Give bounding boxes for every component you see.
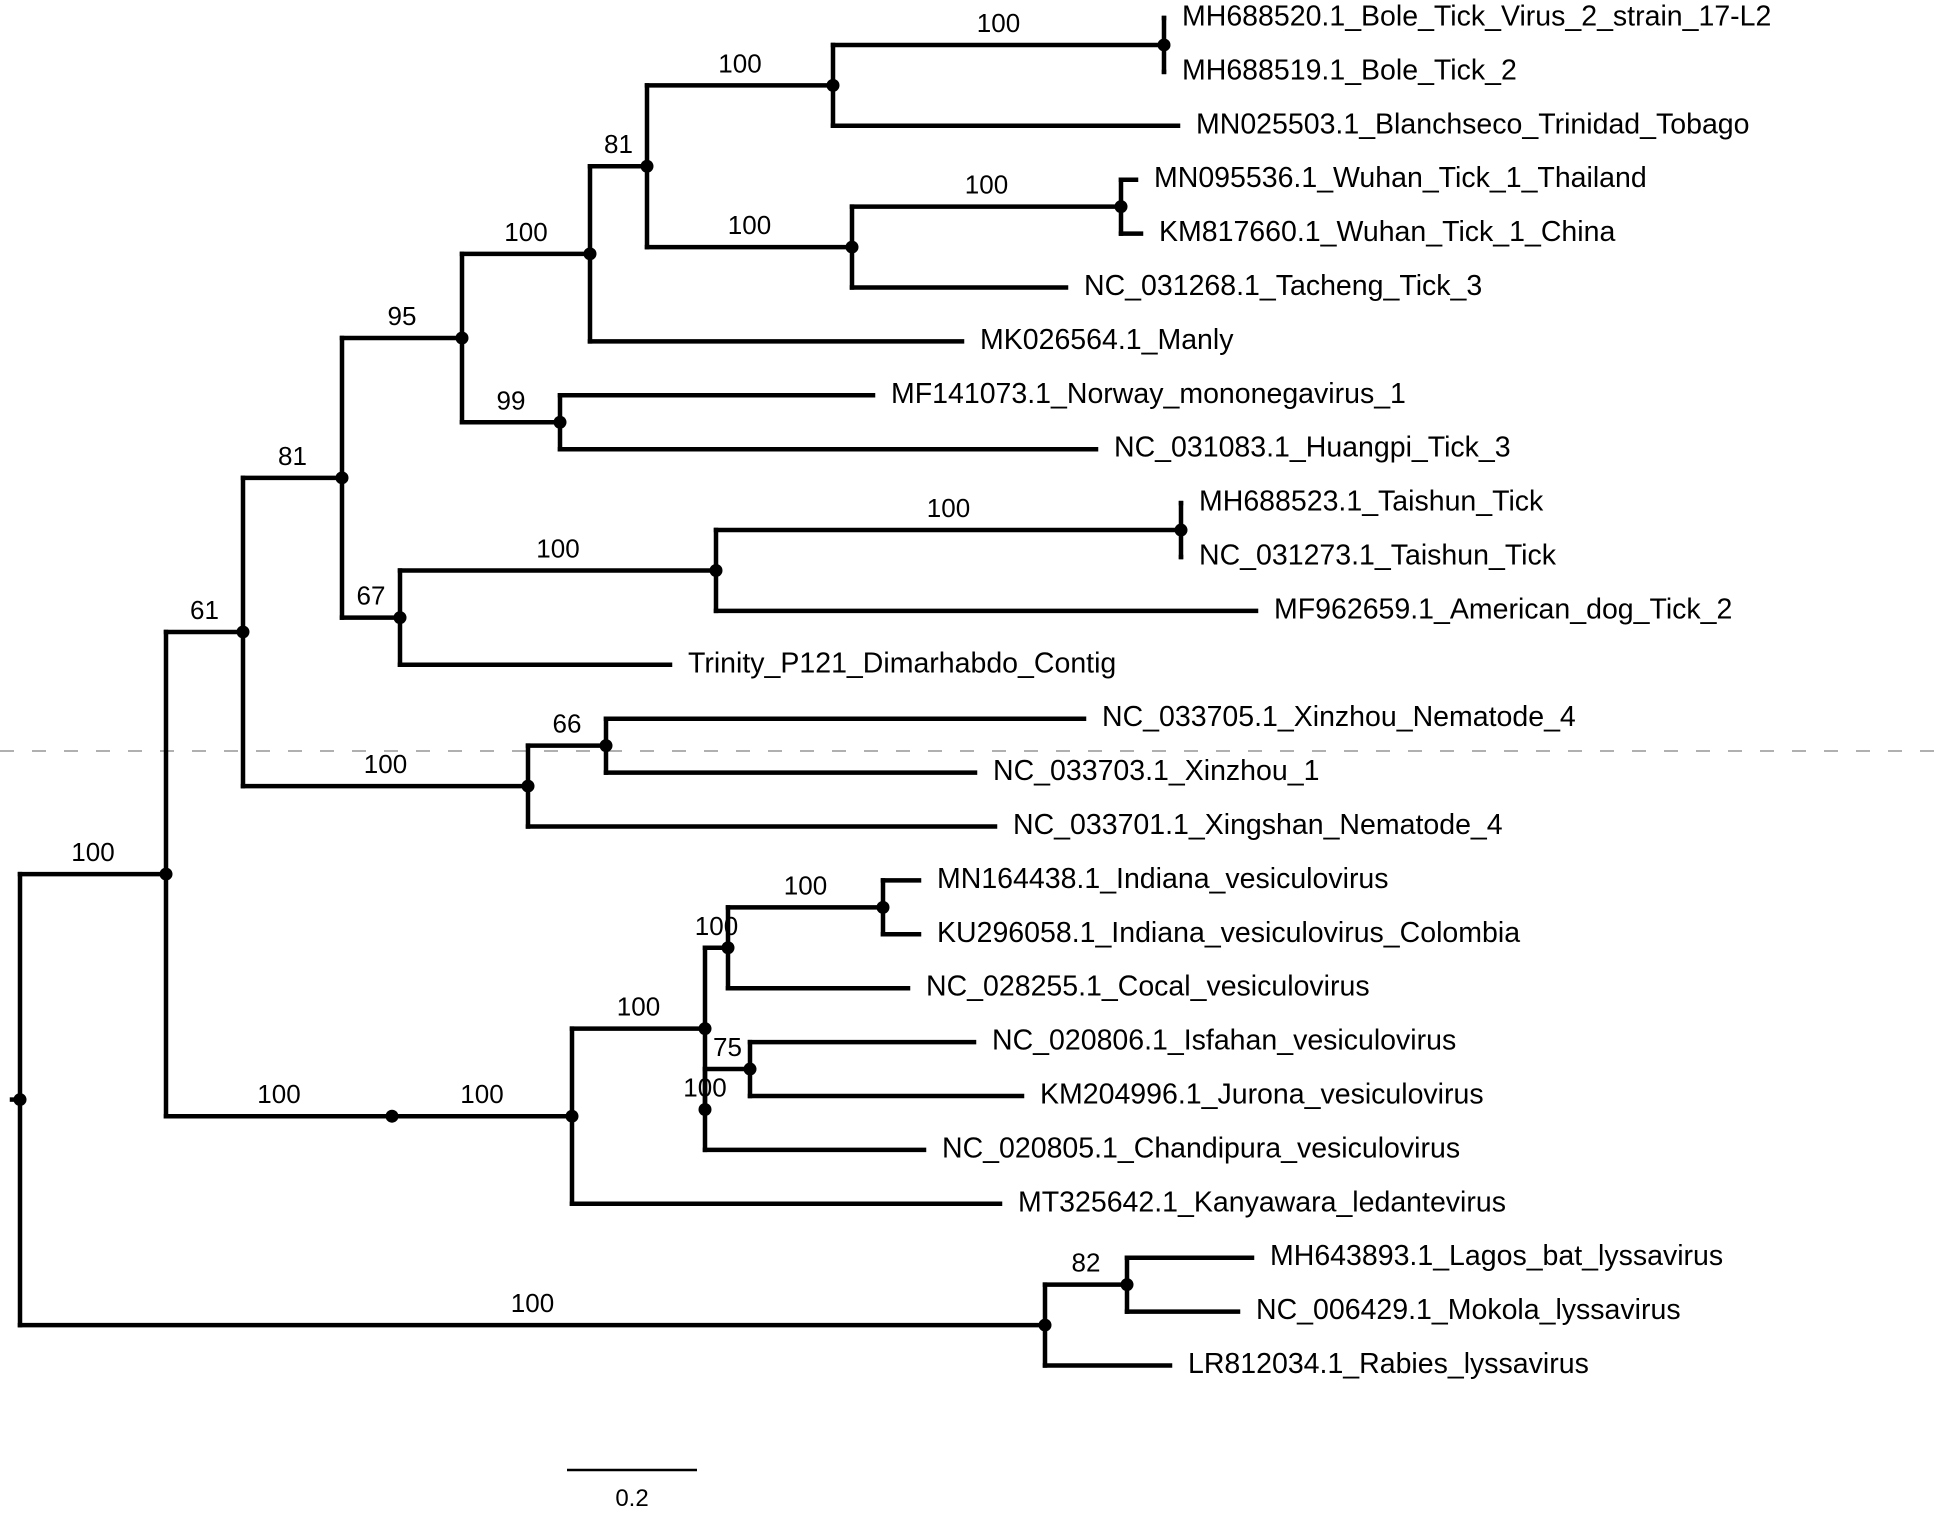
- support-value-n81a: 81: [278, 441, 307, 471]
- node-dot-n67: [393, 611, 407, 625]
- node-dot-n100n: [876, 900, 890, 914]
- tip-label-mf962659-1-american-dog-tick-2: MF962659.1_American_dog_Tick_2: [1274, 593, 1732, 625]
- support-value-n100j: 100: [257, 1079, 300, 1109]
- node-dot-n75: [743, 1062, 757, 1076]
- tip-label-mn025503-1-blanchseco-trinidad-tobago: MN025503.1_Blanchseco_Trinidad_Tobago: [1196, 108, 1750, 140]
- tip-label-mh688519-1-bole-tick-2: MH688519.1_Bole_Tick_2: [1182, 54, 1517, 86]
- tip-label-mk026564-1-manly: MK026564.1_Manly: [980, 324, 1234, 356]
- support-value-n66: 66: [553, 709, 582, 739]
- support-value-n67: 67: [357, 581, 386, 611]
- tip-label-nc-031268-1-tacheng-tick-3: NC_031268.1_Tacheng_Tick_3: [1084, 270, 1482, 302]
- support-values: 100 100 100 100 81 100 99 100 100 95 67 66 81 100 100 7…: [71, 8, 1100, 1318]
- node-dot-n81a: [335, 471, 349, 485]
- support-value-n100e: 100: [728, 210, 771, 240]
- node-dot-n100i: [521, 779, 535, 793]
- support-value-n100a: 100: [71, 837, 114, 867]
- tip-label-km204996-1-jurona-vesiculovirus: KM204996.1_Jurona_vesiculovirus: [1040, 1079, 1484, 1111]
- tip-label-nc-006429-1-mokola-lyssavirus: NC_006429.1_Mokola_lyssavirus: [1256, 1294, 1681, 1326]
- node-dot-n81b: [640, 159, 654, 173]
- scale-bar-label: 0.2: [615, 1485, 648, 1512]
- tree-branches: [9, 15, 1259, 1368]
- node-dot-n61: [236, 625, 250, 639]
- tip-label-mn164438-1-indiana-vesiculovirus: MN164438.1_Indiana_vesiculovirus: [937, 863, 1389, 895]
- support-value-n100f: 100: [965, 170, 1008, 200]
- node-dot-n95: [455, 331, 469, 345]
- tip-label-nc-028255-1-cocal-vesiculovirus: NC_028255.1_Cocal_vesiculovirus: [926, 971, 1370, 1003]
- support-value-n100c: 100: [718, 48, 761, 78]
- tip-label-mn095536-1-wuhan-tick-1-thailand: MN095536.1_Wuhan_Tick_1_Thailand: [1154, 162, 1647, 194]
- tip-label-nc-020806-1-isfahan-vesiculovirus: NC_020806.1_Isfahan_vesiculovirus: [992, 1025, 1456, 1057]
- tip-label-nc-031083-1-huangpi-tick-3: NC_031083.1_Huangpi_Tick_3: [1114, 432, 1511, 464]
- support-value-n100b: 100: [504, 217, 547, 247]
- node-dot-n100b: [583, 247, 597, 261]
- support-value-n100p: 100: [511, 1288, 554, 1318]
- node-dot-n100d: [1157, 38, 1171, 52]
- node-dot-n100f: [1114, 200, 1128, 214]
- node-dot-root: [13, 1093, 27, 1107]
- node-dot-n100h: [1174, 523, 1188, 537]
- tip-label-mf141073-1-norway-mononegavirus-1: MF141073.1_Norway_mononegavirus_1: [891, 378, 1406, 410]
- support-value-n100o: 100: [683, 1072, 726, 1102]
- support-value-n100m: 100: [695, 911, 738, 941]
- node-dot-n100j: [385, 1109, 399, 1123]
- support-value-n100d: 100: [977, 8, 1020, 38]
- node-dot-n100l: [698, 1022, 712, 1036]
- tip-label-km817660-1-wuhan-tick-1-china: KM817660.1_Wuhan_Tick_1_China: [1159, 216, 1615, 248]
- support-value-n100h: 100: [927, 493, 970, 523]
- node-dot-n66: [599, 739, 613, 753]
- tip-label-mt325642-1-kanyawara-ledantevirus: MT325642.1_Kanyawara_ledantevirus: [1018, 1186, 1506, 1218]
- support-value-n81b: 81: [604, 129, 633, 159]
- support-value-n99: 99: [497, 385, 526, 415]
- support-value-n100g: 100: [536, 533, 579, 563]
- node-dot-n99: [553, 415, 567, 429]
- tip-label-nc-033703-1-xinzhou-1: NC_033703.1_Xinzhou_1: [993, 755, 1319, 787]
- tip-label-nc-033705-1-xinzhou-nematode-4: NC_033705.1_Xinzhou_Nematode_4: [1102, 701, 1576, 733]
- tip-label-nc-033701-1-xingshan-nematode-4: NC_033701.1_Xingshan_Nematode_4: [1013, 809, 1503, 841]
- support-value-n100k: 100: [460, 1079, 503, 1109]
- support-value-n75: 75: [713, 1032, 742, 1062]
- support-value-n95: 95: [388, 301, 417, 331]
- node-dot-n100k: [565, 1109, 579, 1123]
- scale-bar: 0.2: [567, 1468, 697, 1512]
- tip-label-lr812034-1-rabies-lyssavirus: LR812034.1_Rabies_lyssavirus: [1188, 1348, 1589, 1380]
- support-value-n100l: 100: [617, 992, 660, 1022]
- node-dot-n100e: [845, 240, 859, 254]
- support-value-n82: 82: [1072, 1248, 1101, 1278]
- tip-label-mh643893-1-lagos-bat-lyssavirus: MH643893.1_Lagos_bat_lyssavirus: [1270, 1240, 1723, 1272]
- node-dot-n100p: [1038, 1318, 1052, 1332]
- support-value-n61: 61: [190, 595, 219, 625]
- tip-label-mh688520-1-bole-tick-virus-2-strain-17-l2: MH688520.1_Bole_Tick_Virus_2_strain_17-L…: [1182, 1, 1771, 33]
- node-dot-n100m: [721, 941, 735, 955]
- node-dot-n82: [1120, 1278, 1134, 1292]
- node-dot-n100a: [159, 867, 173, 881]
- support-value-n100n: 100: [784, 870, 827, 900]
- tip-label-ku296058-1-indiana-vesiculovirus-colombia: KU296058.1_Indiana_vesiculovirus_Colombi…: [937, 917, 1520, 949]
- tip-label-nc-031273-1-taishun-tick: NC_031273.1_Taishun_Tick: [1199, 540, 1557, 572]
- support-value-n100i: 100: [364, 749, 407, 779]
- node-dot-n100g: [709, 563, 723, 577]
- tip-label-mh688523-1-taishun-tick: MH688523.1_Taishun_Tick: [1199, 486, 1544, 518]
- tip-labels: MH688520.1_Bole_Tick_Virus_2_strain_17-L…: [688, 1, 1771, 1381]
- node-dot-n100c: [826, 78, 840, 92]
- node-dot-n100o: [698, 1102, 712, 1116]
- tip-label-nc-020805-1-chandipura-vesiculovirus: NC_020805.1_Chandipura_vesiculovirus: [942, 1132, 1460, 1164]
- tip-label-trinity-p121-dimarhabdo-contig: Trinity_P121_Dimarhabdo_Contig: [688, 647, 1116, 679]
- tree-nodes: [13, 38, 1188, 1332]
